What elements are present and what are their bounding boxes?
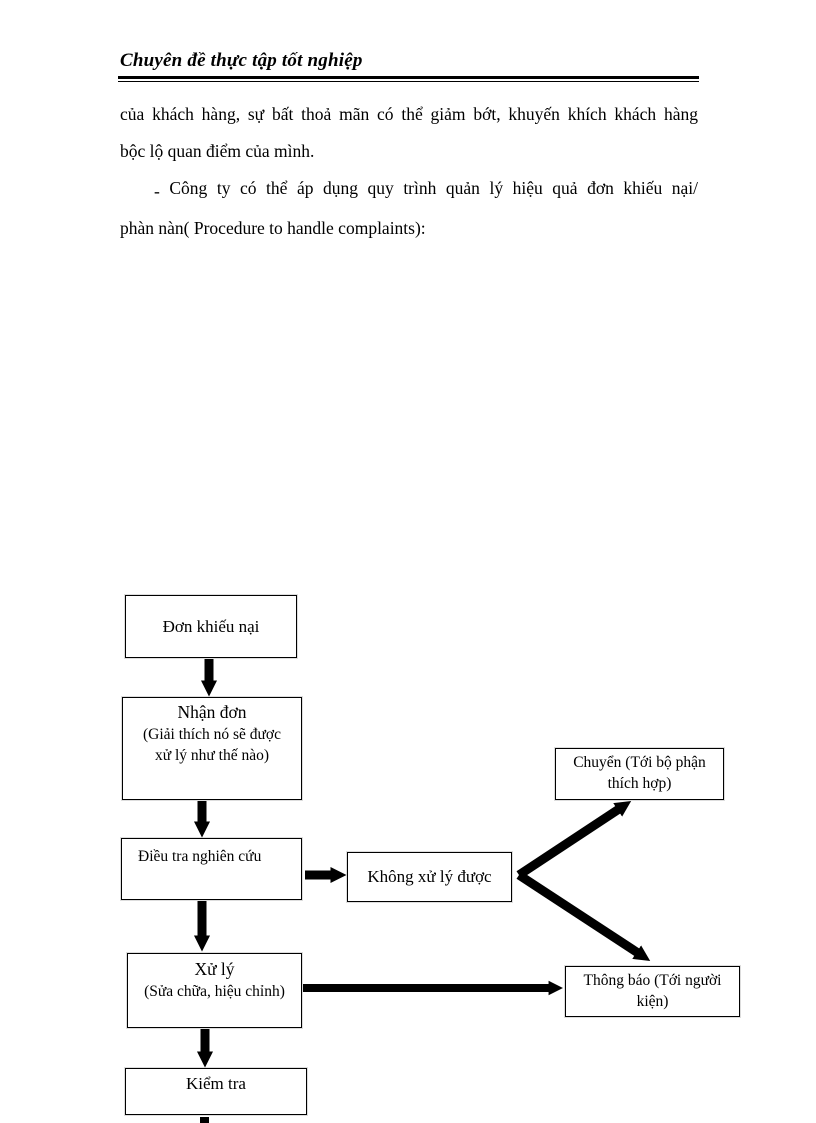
flow-box-label: Kiểm tra [186,1074,246,1093]
flow-box-label: Đơn khiếu nại [162,616,260,636]
list-dash: - [154,181,160,201]
header-rule [118,76,699,82]
flow-box-dieu-tra: Điều tra nghiên cứu [121,838,302,900]
paragraph-1-line-1: của khách hàng, sự bất thoả mãn có thể g… [120,104,698,124]
flow-box-subtext-line1: (Giải thích nó sẽ được [143,726,281,743]
flow-box-khong-xu-ly: Không xử lý được [347,852,512,902]
flow-box-title: Xử lý [194,959,235,979]
paragraph-1-line-2: bộc lộ quan điểm của mình. [120,141,315,161]
flow-box-chuyen: Chuyển (Tới bộ phận thích hợp) [555,748,724,800]
flow-box-xu-ly: Xử lý (Sửa chữa, hiệu chỉnh) [127,953,302,1028]
paragraph-2-line-2: phàn nàn( Procedure to handle complaints… [120,218,426,238]
flow-box-kiem-tra: Kiểm tra [125,1068,307,1115]
flow-box-title: Nhận đơn [177,702,247,722]
flow-box-label-line1: Chuyển (Tới bộ phận [573,754,706,771]
flow-box-label: Không xử lý được [367,867,492,886]
flow-box-don-khieu-nai: Đơn khiếu nại [125,595,297,658]
flow-box-thong-bao: Thông báo (Tới người kiện) [565,966,740,1017]
flow-box-label-line1: Thông báo (Tới người [583,972,722,989]
page-header-title: Chuyên đề thực tập tốt nghiệp [120,50,363,71]
arrow-stub-below-kiemtra [200,1117,209,1123]
flow-box-label-line2: thích hợp) [607,775,672,792]
flow-box-nhan-don: Nhận đơn (Giải thích nó sẽ được xử lý nh… [122,697,302,800]
paragraph-2-line-1: - Công ty có thể áp dụng quy trình quản … [120,170,698,210]
flow-box-subtext-line2: xử lý như thế nào) [154,747,270,764]
arrow-khongxuly-to-chuyen [516,800,632,879]
paragraph-2-line-1-text: Công ty có thể áp dụng quy trình quản lý… [169,178,699,198]
body-text: của khách hàng, sự bất thoả mãn có thể g… [120,96,698,247]
flow-box-subtext: (Sửa chữa, hiệu chỉnh) [144,983,285,1000]
arrow-khongxuly-to-thongbao [516,871,651,961]
flow-box-label-line2: kiện) [636,993,669,1010]
flow-box-label: Điều tra nghiên cứu [138,848,262,865]
